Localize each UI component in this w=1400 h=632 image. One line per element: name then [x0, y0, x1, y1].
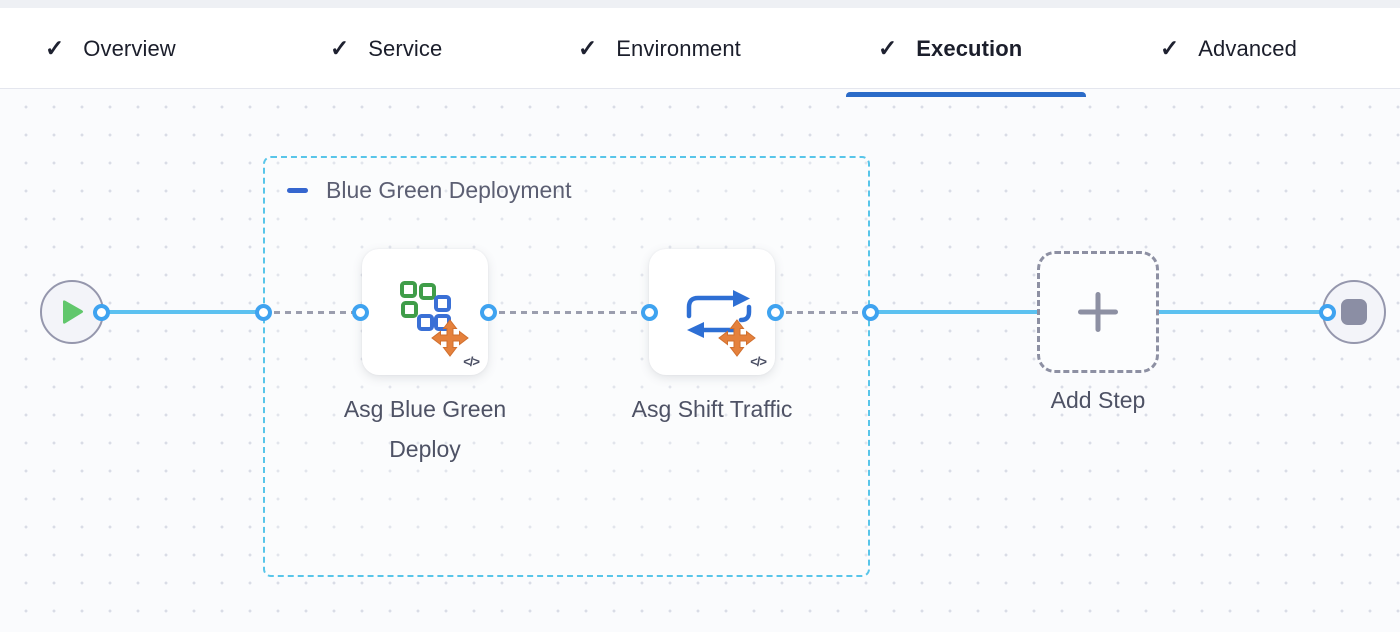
- stop-icon: [1341, 299, 1367, 325]
- tab-label: Advanced: [1198, 35, 1297, 61]
- asg-shift-traffic-icon: [686, 290, 756, 357]
- step-label-asg-blue-green-deploy: Asg Blue Green Deploy: [343, 396, 507, 462]
- tab-environment[interactable]: ✓ Environment: [578, 8, 741, 89]
- tab-service[interactable]: ✓ Service: [330, 8, 442, 89]
- check-icon: ✓: [330, 35, 350, 61]
- step-label-asg-shift-traffic: Asg Shift Traffic: [631, 396, 793, 422]
- page-top-strip: [0, 0, 1400, 8]
- tab-label: Overview: [83, 35, 176, 61]
- play-icon: [63, 300, 84, 324]
- collapse-group-icon[interactable]: [287, 188, 308, 193]
- tab-advanced[interactable]: ✓ Advanced: [1160, 8, 1297, 89]
- plus-icon: [1078, 292, 1118, 332]
- tab-execution[interactable]: ✓ Execution: [878, 8, 1022, 89]
- connector-port[interactable]: [862, 304, 879, 321]
- move-handle-icon: [431, 319, 469, 357]
- tab-label: Service: [368, 35, 443, 61]
- add-step-label: Add Step: [1050, 387, 1146, 413]
- edge-group-to-addstep: [870, 310, 1037, 314]
- code-icon: </>: [750, 354, 767, 369]
- stage-group-label: Blue Green Deployment: [326, 177, 572, 203]
- stage-group-header: Blue Green Deployment: [287, 177, 571, 204]
- check-icon: ✓: [878, 35, 898, 61]
- edge-step1-to-step2: [488, 311, 649, 314]
- stage-group-blue-green-deployment[interactable]: [263, 156, 870, 577]
- tab-label: Environment: [616, 35, 741, 61]
- code-icon: </>: [463, 354, 480, 369]
- active-tab-underline: [846, 92, 1086, 97]
- connector-port[interactable]: [93, 304, 110, 321]
- connector-port[interactable]: [255, 304, 272, 321]
- pipeline-studio-tabbar: ✓ Overview ✓ Service ✓ Environment ✓ Exe…: [0, 8, 1400, 97]
- check-icon: ✓: [1160, 35, 1180, 61]
- connector-port[interactable]: [480, 304, 497, 321]
- connector-port[interactable]: [352, 304, 369, 321]
- connector-port[interactable]: [767, 304, 784, 321]
- check-icon: ✓: [578, 35, 598, 61]
- edge-addstep-to-end: [1159, 310, 1327, 314]
- tab-overview[interactable]: ✓ Overview: [45, 8, 176, 89]
- tab-label: Execution: [916, 35, 1023, 61]
- step-card-asg-blue-green-deploy[interactable]: </>: [362, 249, 488, 375]
- step-card-asg-shift-traffic[interactable]: </>: [649, 249, 775, 375]
- edge-start-to-group: [101, 310, 263, 314]
- move-handle-icon: [718, 319, 756, 357]
- asg-blue-green-deploy-icon: [400, 281, 469, 357]
- add-step-button[interactable]: [1037, 251, 1159, 373]
- pipeline-canvas[interactable]: Blue Green Deployment: [0, 89, 1400, 632]
- check-icon: ✓: [45, 35, 65, 61]
- edge-step2-to-group: [775, 311, 870, 314]
- connector-port[interactable]: [641, 304, 658, 321]
- connector-port[interactable]: [1319, 304, 1336, 321]
- edge-group-to-step1: [263, 311, 362, 314]
